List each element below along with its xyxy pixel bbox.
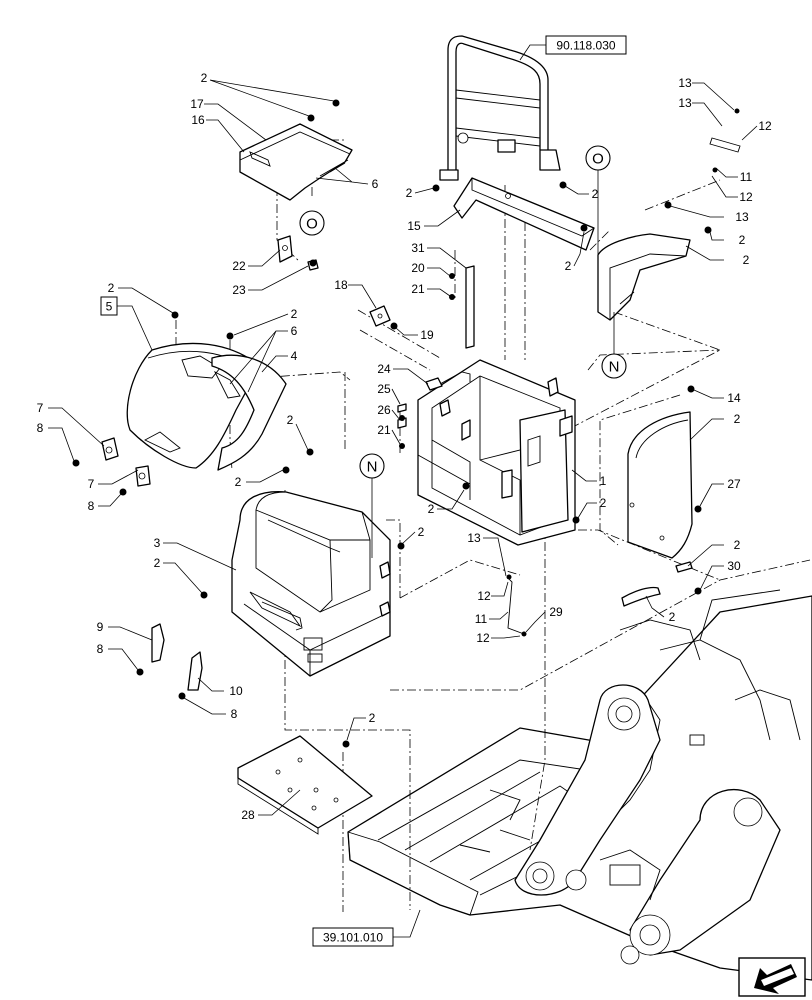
callout: 11 [740, 170, 753, 184]
reference-label: 39.101.010 [323, 931, 383, 945]
main-frame-1 [417, 359, 576, 546]
callout: 16 [191, 113, 205, 127]
callout: 2 [154, 556, 161, 570]
callout-labels: 2 17 16 6 22 23 2 2 6 4 7 8 7 8 2 2 3 2 … [37, 71, 772, 822]
callout: 2 [369, 711, 376, 725]
callout: 2 [108, 281, 115, 295]
callout: 3 [154, 536, 161, 550]
view-marker-o-top: O [299, 210, 325, 236]
callout: 8 [37, 421, 44, 435]
callout: 7 [88, 477, 95, 491]
callout: 19 [420, 328, 434, 342]
callout: 8 [88, 499, 95, 513]
callout: 27 [727, 477, 741, 491]
callout: 2 [235, 475, 242, 489]
callout: 12 [739, 190, 753, 204]
callout: 29 [549, 605, 563, 619]
reference-box-bottom[interactable]: 39.101.010 [312, 927, 394, 947]
callout: 10 [229, 684, 243, 698]
boxed-callout-label: 5 [106, 300, 113, 314]
callout: 26 [377, 403, 391, 417]
callout: 23 [232, 283, 246, 297]
callout: 25 [377, 382, 391, 396]
callout: 2 [287, 413, 294, 427]
callout: 11 [475, 612, 488, 626]
callout: 2 [600, 496, 607, 510]
callout: 2 [669, 610, 676, 624]
leader-lines [48, 79, 758, 816]
callout: 17 [190, 97, 204, 111]
callout: 2 [291, 307, 298, 321]
callout: 2 [592, 187, 599, 201]
callout: 4 [291, 349, 298, 363]
callout: 2 [734, 538, 741, 552]
callout: 2 [565, 259, 572, 273]
callout: 21 [411, 282, 425, 296]
callout: 6 [372, 177, 379, 191]
mounting-bracket-15 [453, 177, 595, 251]
callout: 2 [428, 502, 435, 516]
view-marker-n-left: N [359, 453, 385, 558]
rods-11 [507, 137, 741, 635]
callout: 2 [418, 525, 425, 539]
view-marker-label: N [367, 459, 378, 476]
callout: 1 [600, 474, 607, 488]
chassis-frame [347, 589, 812, 981]
view-marker-label: O [306, 216, 318, 233]
callout: 13 [678, 76, 692, 90]
reference-label: 90.118.030 [556, 39, 615, 53]
callout: 21 [377, 423, 391, 437]
callout: 22 [232, 259, 246, 273]
handrail [439, 35, 561, 181]
arrow-next-icon [754, 964, 797, 994]
tray-plate [237, 735, 373, 835]
side-panel-27 [627, 411, 693, 559]
reference-box-top[interactable]: 90.118.030 [545, 35, 627, 55]
callout: 2 [734, 412, 741, 426]
view-marker-o-right: O [585, 145, 611, 278]
callout: 30 [727, 559, 741, 573]
callout: 13 [735, 210, 749, 224]
callout: 18 [334, 278, 348, 292]
callout: 20 [411, 261, 425, 275]
callout: 12 [476, 631, 490, 645]
bolts [72, 99, 740, 748]
callout: 31 [411, 241, 425, 255]
bracket-14 [597, 233, 691, 321]
callout: 2 [739, 233, 746, 247]
callout: 14 [727, 391, 741, 405]
callout: 2 [743, 253, 750, 267]
callout: 13 [467, 531, 481, 545]
boxed-callout: 5 [100, 296, 153, 351]
small-parts [369, 265, 693, 607]
callout: 12 [477, 589, 491, 603]
side-cover [126, 342, 287, 471]
top-cover-panel [239, 123, 353, 271]
callout: 13 [678, 96, 692, 110]
callout: 24 [377, 362, 391, 376]
callout: 12 [758, 119, 772, 133]
next-page-button[interactable] [738, 957, 806, 997]
callout: 9 [97, 620, 104, 634]
view-marker-label: O [592, 151, 604, 168]
callout: 15 [407, 219, 421, 233]
latches [101, 437, 203, 691]
callout: 28 [241, 808, 255, 822]
callout: 8 [97, 642, 104, 656]
callout: 2 [201, 71, 208, 85]
view-marker-n-right: N [601, 312, 627, 379]
box-housing [231, 491, 391, 677]
callout: 2 [406, 186, 413, 200]
callout: 7 [37, 401, 44, 415]
callout: 6 [291, 324, 298, 338]
callout: 8 [231, 707, 238, 721]
view-marker-label: N [609, 359, 620, 376]
